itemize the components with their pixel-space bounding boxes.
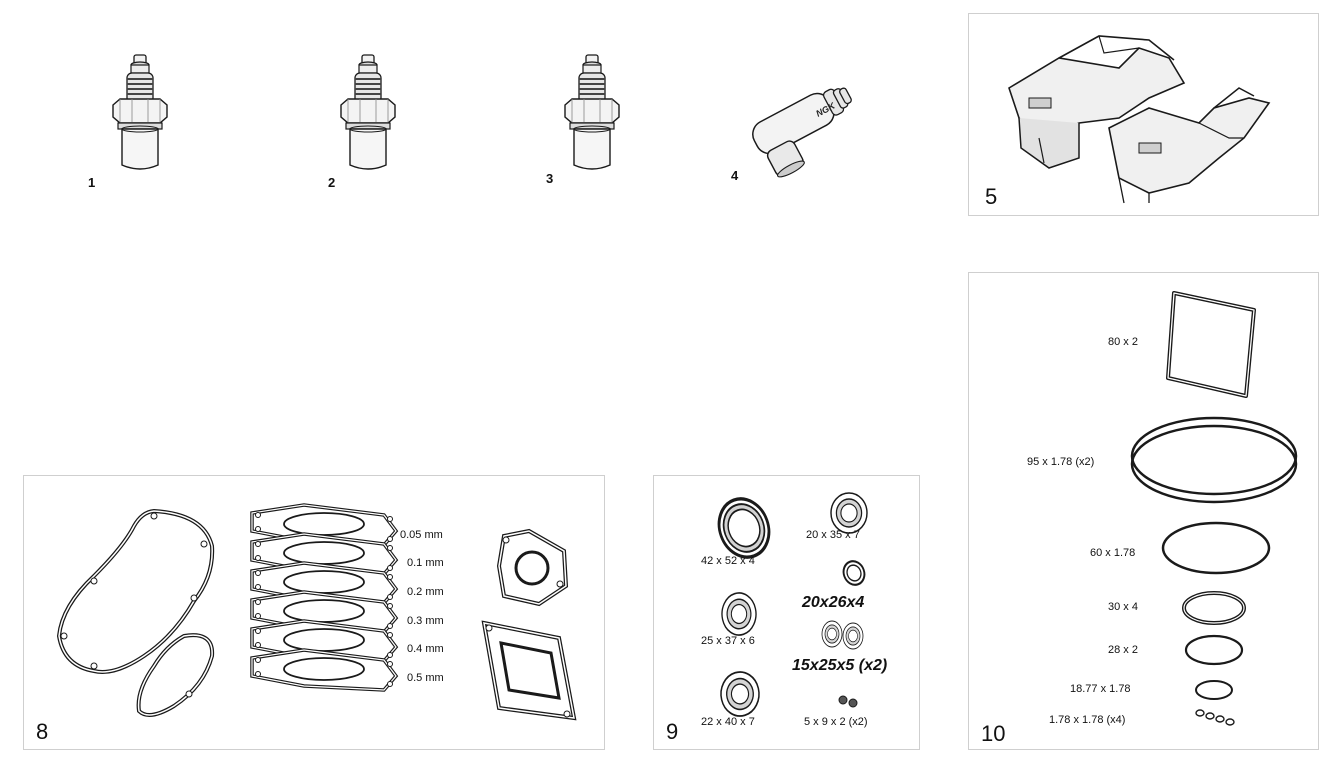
seal-22x40x7-drawing — [715, 666, 765, 722]
side-cover-gasket-drawing — [56, 508, 215, 717]
part-4-plug-cap-drawing: NGK — [752, 87, 852, 178]
panel-9-oil-seals: 42 x 52 x 4 20 x 35 x 7 20x26x4 25 x 37 … — [653, 475, 920, 750]
shim-label-0-1: 0.1 mm — [407, 557, 444, 569]
shim-label-0-2: 0.2 mm — [407, 586, 444, 598]
seal-label-5x9x2: 5 x 9 x 2 (x2) — [804, 716, 868, 728]
part-3-spark-plug — [545, 54, 645, 185]
shim-label-0-3: 0.3 mm — [407, 615, 444, 627]
spark-plug-1-drawing — [112, 54, 168, 170]
part-number-8: 8 — [36, 719, 49, 744]
seal-15x25x5-pair-drawing — [821, 620, 864, 650]
oring-178x178-set-drawing — [1195, 709, 1235, 726]
oring-1877x178-drawing — [1195, 680, 1233, 700]
panel-10-o-rings: 80 x 2 95 x 1.78 (x2) 60 x 1.78 30 x 4 2… — [968, 272, 1319, 750]
oring-28x2-drawing — [1184, 634, 1244, 666]
oring-30x4-drawing — [1182, 591, 1246, 625]
seal-label-25x37x6: 25 x 37 x 6 — [701, 635, 755, 647]
oring-label-1877x178: 18.77 x 1.78 — [1070, 683, 1131, 695]
oring-label-95x178: 95 x 1.78 (x2) — [1027, 456, 1095, 468]
cylinder-base-gaskets-drawing — [250, 503, 399, 692]
part-number-9: 9 — [666, 719, 679, 744]
seal-label-22x40x7: 22 x 40 x 7 — [701, 716, 755, 728]
seal-25x37x6-drawing — [717, 587, 761, 641]
spark-plug-3-drawing — [564, 54, 620, 170]
air-intake-drawing — [1008, 35, 1271, 204]
oring-label-30x4: 30 x 4 — [1108, 601, 1138, 613]
reed-gasket-drawing — [481, 620, 577, 721]
flange-gasket-drawing — [496, 528, 569, 607]
oring-label-80x2: 80 x 2 — [1108, 336, 1138, 348]
oring-80x2-drawing — [1166, 291, 1256, 398]
shim-label-0-5: 0.5 mm — [407, 672, 444, 684]
oring-95x178-pair-drawing — [1130, 416, 1298, 504]
oring-label-60x178: 60 x 1.78 — [1090, 547, 1136, 559]
part-number-5: 5 — [985, 184, 998, 209]
panel-8-gasket-set: 0.05 mm 0.1 mm 0.2 mm 0.3 mm 0.4 mm 0.5 … — [23, 475, 605, 750]
oring-60x178-drawing — [1161, 521, 1271, 575]
shim-label-0-4: 0.4 mm — [407, 643, 444, 655]
seal-label-15x25x5: 15x25x5 (x2) — [792, 657, 888, 674]
seal-42x52x4-drawing — [717, 497, 771, 559]
part-number-2: 2 — [328, 175, 336, 190]
seal-5x9x2-pair-drawing — [838, 695, 858, 708]
seal-label-42x52x4: 42 x 52 x 4 — [701, 555, 755, 567]
part-2-spark-plug — [320, 54, 420, 185]
seal-label-20x35x7: 20 x 35 x 7 — [806, 529, 860, 541]
oring-label-28x2: 28 x 2 — [1108, 644, 1138, 656]
seal-20x26x4-drawing — [842, 560, 866, 586]
spark-plug-2-drawing — [340, 54, 396, 170]
panel-5-air-intake: 5 — [968, 13, 1319, 216]
part-number-4: 4 — [731, 168, 739, 183]
seal-label-20x26x4: 20x26x4 — [802, 594, 865, 611]
part-number-1: 1 — [88, 175, 96, 190]
base-gasket-6 — [250, 648, 399, 692]
part-number-10: 10 — [981, 721, 1006, 746]
oring-label-178x178: 1.78 x 1.78 (x4) — [1049, 714, 1126, 726]
part-number-3: 3 — [546, 171, 554, 186]
shim-label-0-05: 0.05 mm — [400, 529, 443, 541]
part-1-spark-plug — [95, 54, 195, 185]
